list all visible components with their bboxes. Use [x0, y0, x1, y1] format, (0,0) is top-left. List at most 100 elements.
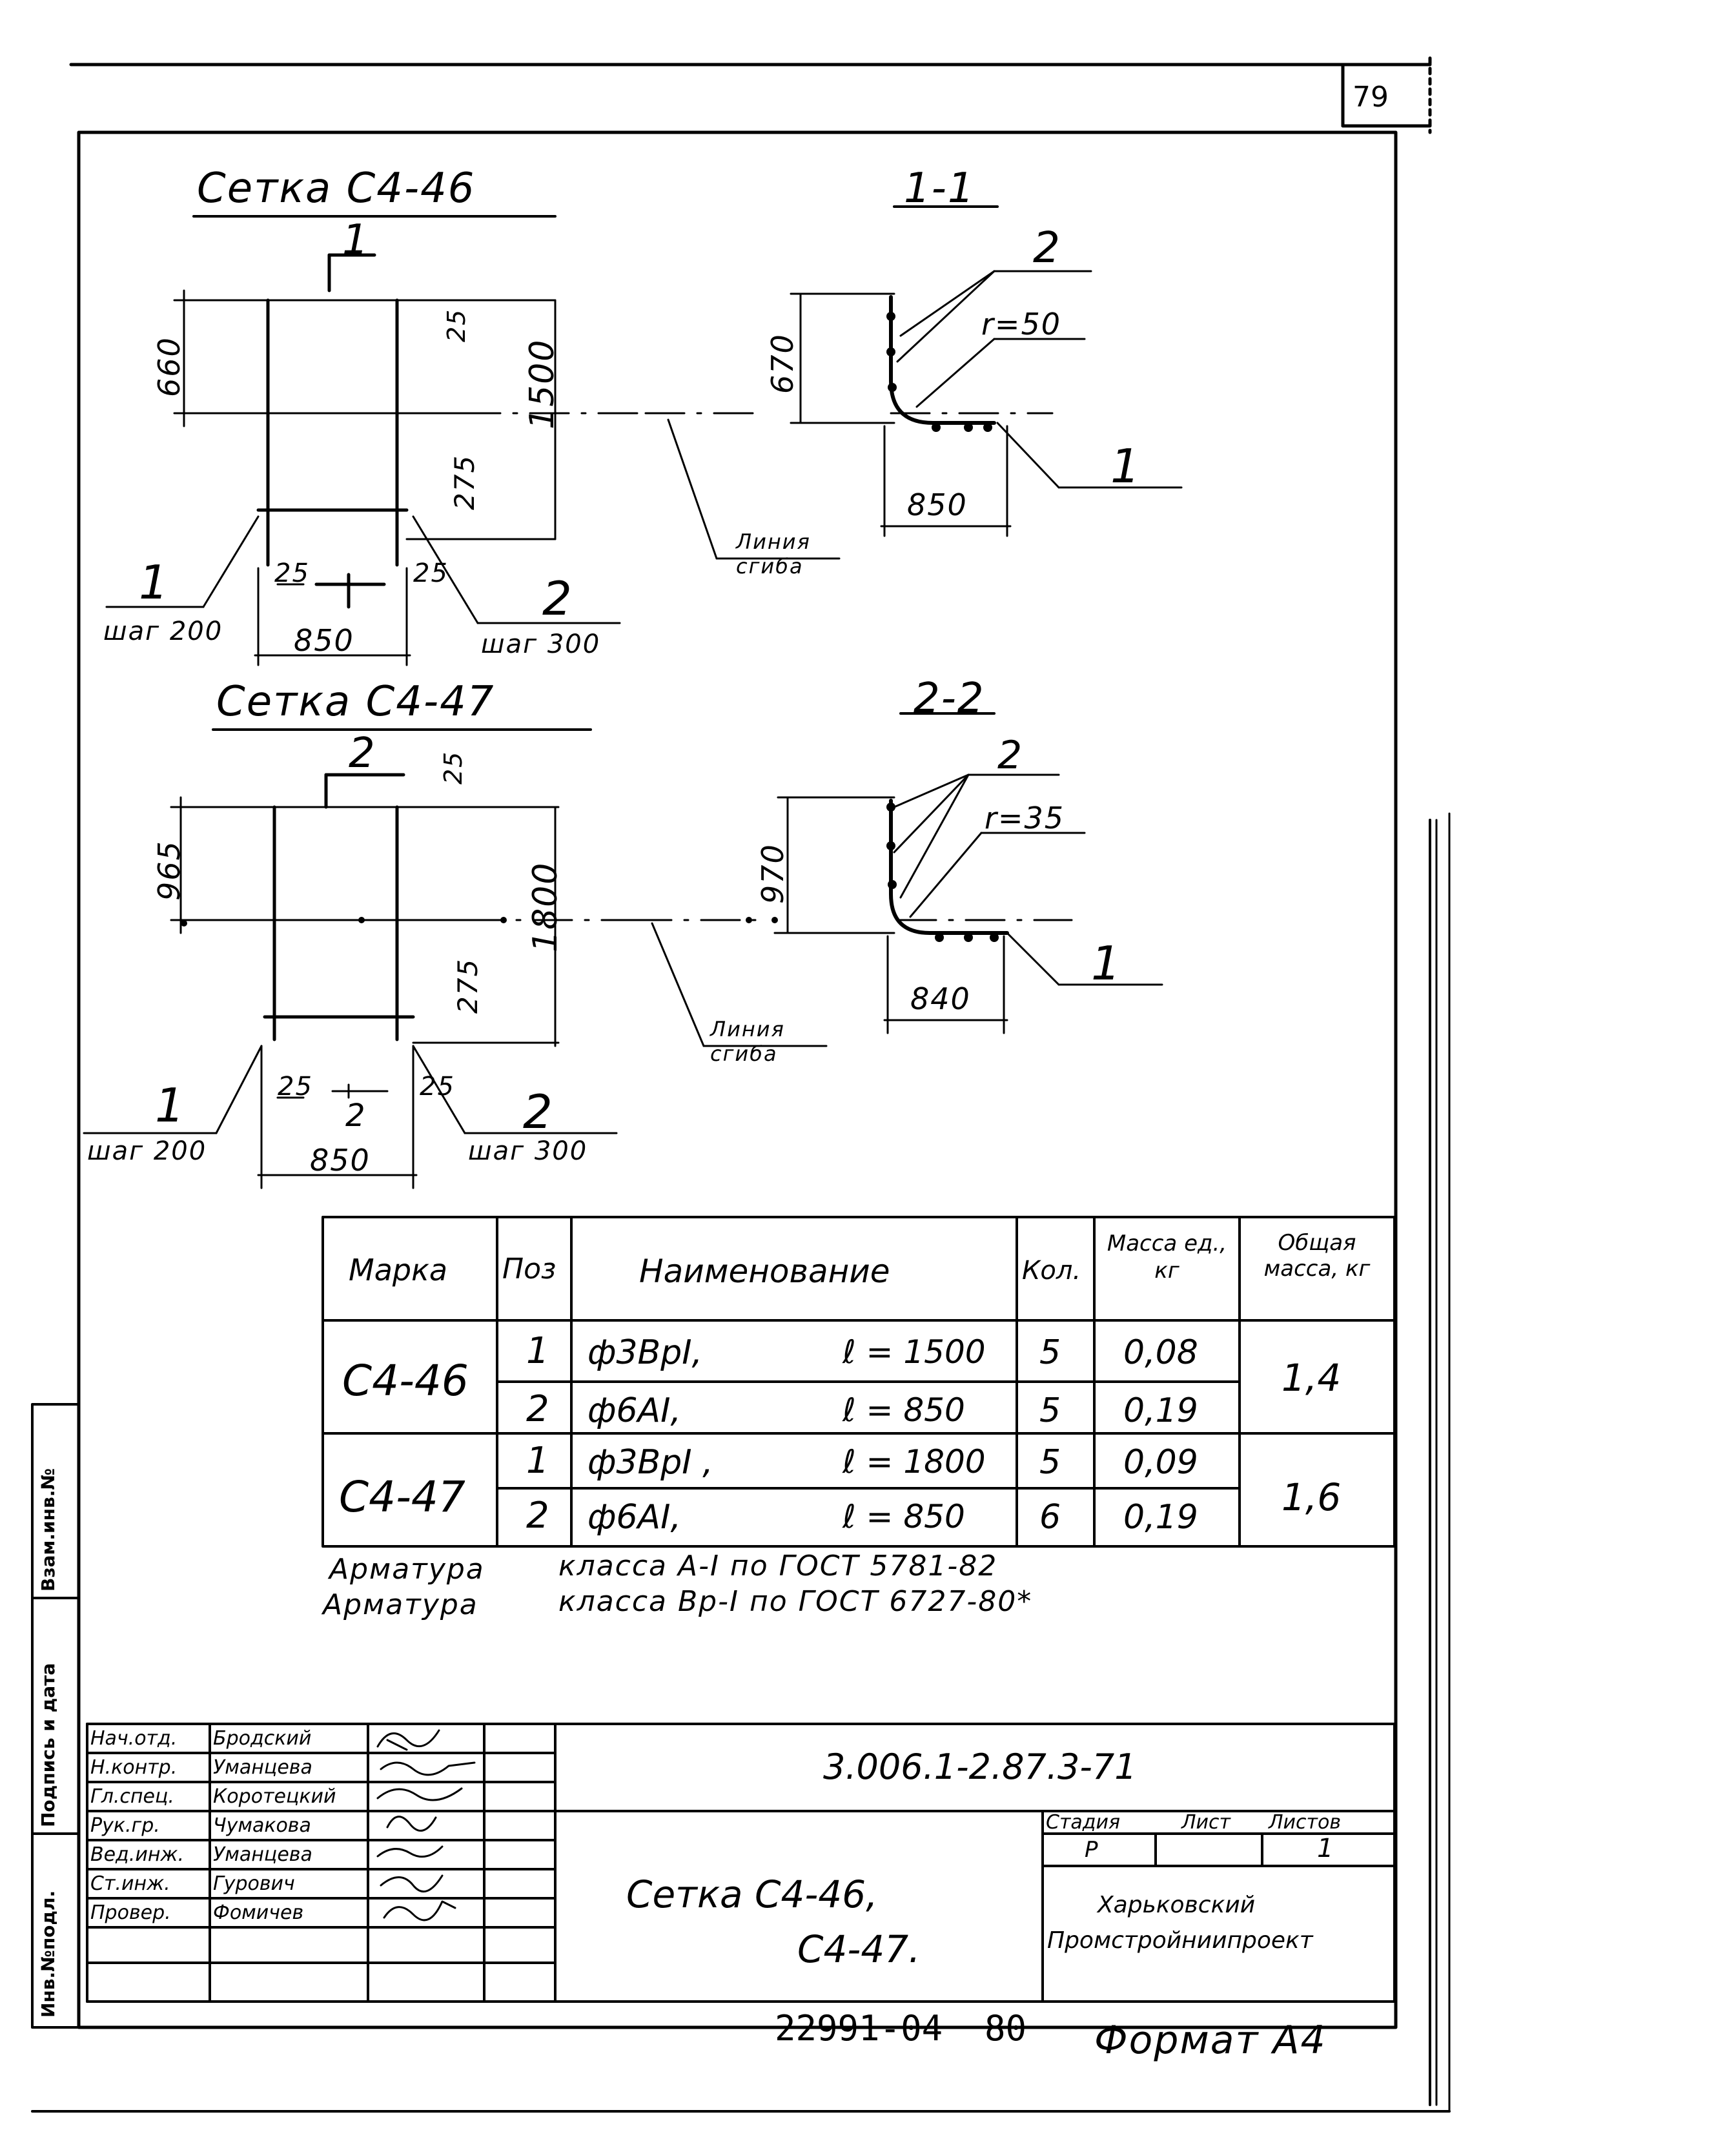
- section-11-bend-line: Линия сгиба: [736, 529, 811, 579]
- format-label: Формат А4: [1094, 2018, 1327, 2063]
- mesh-47-mark-2: 2: [345, 1098, 367, 1134]
- role-label: Вед.инж.: [90, 1843, 184, 1866]
- section-11-pos-1: 1: [1110, 439, 1141, 493]
- role-label: Гл.спец.: [90, 1785, 174, 1808]
- mesh-47-callout-1: 1: [155, 1078, 186, 1132]
- note-text: класса Вр-I по ГОСТ 6727-80*: [558, 1585, 1033, 1618]
- table-row-qty: 5: [1039, 1391, 1061, 1430]
- table-header-mark: Марка: [349, 1253, 448, 1287]
- table-header-name: Наименование: [639, 1253, 890, 1290]
- table-row-pos: 1: [526, 1440, 549, 1482]
- mesh-46-dim-660: 660: [152, 336, 187, 397]
- mesh-47-dim-275: 275: [452, 958, 484, 1014]
- mesh-46-dim-275: 275: [449, 454, 480, 510]
- side-stamp-replace: Взам.инв.№: [37, 1468, 59, 1592]
- table-row-mass: 0,08: [1123, 1333, 1198, 1372]
- table-row-name: ф3ВрI ,: [587, 1443, 713, 1482]
- table-header-mass-total: Общая масса, кг: [1263, 1230, 1371, 1282]
- document-code: 3.006.1-2.87.3-71: [823, 1747, 1137, 1787]
- mesh-46-callout-2: 2: [542, 571, 573, 626]
- table-header-qty: Кол.: [1022, 1256, 1081, 1286]
- mesh-47-step-200: шаг 200: [87, 1136, 207, 1166]
- role-name: Гурович: [213, 1872, 295, 1895]
- table-row-pos: 2: [526, 1388, 549, 1430]
- mesh-47-dim-25-right: 25: [420, 1072, 455, 1101]
- table-header-pos: Поз: [502, 1253, 557, 1286]
- mesh-46-callout-1: 1: [139, 555, 170, 610]
- role-label: Ст.инж.: [90, 1872, 170, 1895]
- section-22-title: 2-2: [914, 675, 985, 722]
- mesh-47-title: Сетка С4-47: [216, 678, 495, 726]
- page-number: 79: [1353, 81, 1389, 114]
- section-22-dim-970: 970: [755, 843, 790, 904]
- table-row-name: ф3ВрI,: [587, 1333, 703, 1372]
- table-total-c4-47: 1,6: [1282, 1475, 1342, 1519]
- section-22-dim-840: 840: [910, 981, 971, 1016]
- mesh-46-dim-25-left: 25: [274, 558, 310, 588]
- drawing-frame: [77, 130, 1398, 2029]
- table-row-length: ℓ = 1500: [842, 1333, 986, 1371]
- section-11-dim-670: 670: [765, 333, 800, 394]
- drawing-title-line-1: Сетка С4-46,: [626, 1872, 878, 1916]
- section-11-title: 1-1: [904, 165, 975, 212]
- mesh-47-dim-25-left: 25: [278, 1072, 313, 1101]
- role-name: Бродский: [213, 1727, 312, 1750]
- note-label: Арматура: [323, 1588, 478, 1621]
- stage-label: Стадия: [1046, 1811, 1121, 1834]
- table-mark-c4-47: С4-47: [339, 1472, 465, 1522]
- section-11-pos-2: 2: [1033, 223, 1061, 272]
- table-row-qty: 5: [1039, 1443, 1061, 1482]
- table-total-c4-46: 1,4: [1282, 1356, 1342, 1400]
- mesh-47-callout-2: 2: [523, 1085, 554, 1139]
- side-stamp-inv: Инв.№подл.: [37, 1890, 59, 2018]
- role-name: Уманцева: [213, 1843, 312, 1866]
- mesh-47-step-300: шаг 300: [468, 1136, 588, 1166]
- mesh-46-step-200: шаг 200: [103, 617, 223, 646]
- table-row-length: ℓ = 1800: [842, 1443, 986, 1480]
- section-22-pos-1: 1: [1091, 936, 1122, 990]
- role-name: Коротецкий: [213, 1785, 336, 1808]
- section-11-dim-850: 850: [907, 487, 968, 522]
- mesh-46-dim-1500: 1500: [523, 338, 562, 429]
- mesh-47-dim-850: 850: [310, 1143, 371, 1178]
- table-row-qty: 6: [1039, 1498, 1061, 1537]
- organization-line-1: Харьковский: [1098, 1892, 1256, 1918]
- mesh-47-dim-965: 965: [152, 840, 187, 901]
- table-row-mass: 0,09: [1123, 1443, 1198, 1482]
- mesh-46-step-300: шаг 300: [481, 630, 601, 659]
- table-row-pos: 2: [526, 1495, 549, 1537]
- role-label: Рук.гр.: [90, 1814, 160, 1837]
- mesh-46-dim-850: 850: [294, 623, 354, 658]
- mesh-47-dim-1800: 1800: [526, 861, 565, 952]
- section-22-bend-line: Линия сгиба: [710, 1017, 785, 1066]
- mesh-46-dim-25-top: 25: [442, 308, 471, 342]
- role-label: Нач.отд.: [90, 1727, 178, 1750]
- sheets-label: Листов: [1269, 1811, 1342, 1834]
- archive-number: 22991-04: [775, 2008, 943, 2049]
- mesh-47-dim-25-top: 25: [439, 750, 467, 784]
- sheets-value: 1: [1317, 1834, 1334, 1863]
- role-name: Фомичев: [213, 1901, 304, 1924]
- table-row-length: ℓ = 850: [842, 1391, 965, 1429]
- table-row-name: ф6АI,: [587, 1391, 681, 1430]
- mesh-46-dim-25-right: 25: [413, 558, 449, 588]
- mesh-46-section-mark: 1: [342, 216, 370, 264]
- role-name: Чумакова: [213, 1814, 311, 1837]
- sheet-label: Лист: [1181, 1811, 1231, 1834]
- note-text: класса А-I по ГОСТ 5781-82: [558, 1550, 998, 1583]
- mesh-47-section-mark: 2: [349, 730, 376, 777]
- role-name: Уманцева: [213, 1756, 312, 1779]
- section-11-radius: r=50: [981, 307, 1061, 342]
- role-label: Провер.: [90, 1901, 171, 1924]
- note-label: Арматура: [329, 1553, 485, 1586]
- section-22-pos-2: 2: [997, 733, 1024, 778]
- table-row-mass: 0,19: [1123, 1391, 1198, 1430]
- table-row-pos: 1: [526, 1330, 549, 1372]
- mesh-46-title: Сетка С4-46: [197, 165, 476, 212]
- table-row-name: ф6АI,: [587, 1498, 681, 1537]
- archive-sheet: 80: [985, 2008, 1027, 2049]
- table-header-mass-unit: Масса ед., кг: [1107, 1231, 1227, 1284]
- table-row-qty: 5: [1039, 1333, 1061, 1372]
